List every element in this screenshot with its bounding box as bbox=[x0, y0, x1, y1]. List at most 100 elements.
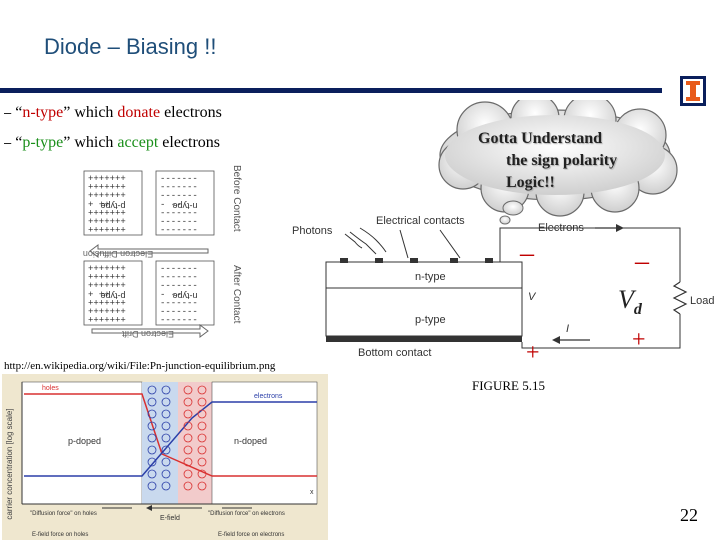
acceptor-ion bbox=[161, 397, 171, 407]
contact-pointer bbox=[439, 229, 461, 259]
bottom-contact-label: Bottom contact bbox=[358, 347, 431, 359]
n-block-after bbox=[155, 260, 215, 326]
carrier-row: ------- bbox=[160, 298, 198, 308]
donor-ion bbox=[197, 457, 207, 467]
carrier-row: +++++++ bbox=[88, 307, 126, 317]
block-type-label: p-type bbox=[100, 291, 125, 301]
contact-pad bbox=[485, 258, 493, 263]
donor-ion bbox=[197, 421, 207, 431]
carrier-row: - -- bbox=[160, 200, 182, 210]
carrier-row: +++++++ bbox=[88, 226, 126, 236]
block-type-label: n-type bbox=[172, 201, 197, 211]
depletion-p bbox=[142, 382, 178, 504]
block-type-label: n-type bbox=[172, 291, 197, 301]
carrier-row: ------- bbox=[160, 226, 198, 236]
holes-curve bbox=[24, 393, 317, 477]
diffusion-holes-label: "Diffusion force" on holes bbox=[30, 511, 97, 517]
v-label: V bbox=[528, 291, 537, 303]
carrier-row: ------- bbox=[160, 183, 198, 193]
carrier-row: ------- bbox=[160, 208, 198, 218]
p-doped-label: p-doped bbox=[68, 436, 101, 446]
acceptor-ion bbox=[147, 397, 157, 407]
carrier-row: - -- bbox=[160, 290, 182, 300]
acceptor-ion bbox=[161, 433, 171, 443]
holes-legend: holes bbox=[42, 385, 59, 392]
n-type-label: n-type bbox=[415, 271, 446, 283]
before-contact-label: Before Contact bbox=[231, 165, 242, 232]
acceptor-ion bbox=[147, 445, 157, 455]
bottom-wire bbox=[521, 314, 681, 349]
drift-label: Electron Drift bbox=[121, 329, 174, 339]
load-resistor-icon bbox=[672, 281, 688, 315]
acceptor-ion bbox=[147, 469, 157, 479]
donor-ion bbox=[197, 397, 207, 407]
carrier-row: ------- bbox=[160, 217, 198, 227]
acceptor-ion bbox=[161, 457, 171, 467]
n-doped-label: n-doped bbox=[234, 436, 267, 446]
carrier-row: + ++ bbox=[88, 290, 110, 300]
carrier-row: +++++++ bbox=[88, 191, 126, 201]
university-logo-icon bbox=[680, 76, 706, 106]
carrier-row: +++++++ bbox=[88, 208, 126, 218]
acceptor-ion bbox=[161, 445, 171, 455]
equilibrium-figure: carrier concentration [log scale] holes … bbox=[2, 374, 328, 540]
acceptor-ion bbox=[161, 481, 171, 491]
donor-ion bbox=[197, 469, 207, 479]
page-number: 22 bbox=[680, 505, 698, 525]
photon-ray bbox=[344, 233, 363, 249]
bottom-contact bbox=[326, 336, 522, 342]
x-axis-label: x bbox=[310, 489, 314, 496]
plus-left: + bbox=[526, 340, 540, 365]
photon-ray bbox=[359, 227, 387, 253]
carrier-row: +++++++ bbox=[88, 316, 126, 326]
bullet-p-type: – “p-type” which accept electrons bbox=[4, 134, 221, 151]
donor-ion bbox=[183, 409, 193, 419]
source-url[interactable]: http://en.wikipedia.org/wiki/File:Pn-jun… bbox=[4, 360, 276, 372]
figure-caption: FIGURE 5.15 bbox=[472, 378, 545, 393]
load-label: Load bbox=[690, 295, 714, 307]
p-block-after bbox=[83, 260, 143, 326]
p-region bbox=[21, 381, 143, 505]
bullet-n-type: – “n-type” which donate electrons bbox=[4, 104, 222, 121]
donor-ion bbox=[197, 433, 207, 443]
depletion-n bbox=[178, 382, 212, 504]
carrier-row: + ++ bbox=[88, 200, 110, 210]
carrier-row: ------- bbox=[160, 264, 198, 274]
electrons-label: Electrons bbox=[538, 222, 584, 234]
donor-ion bbox=[183, 421, 193, 431]
wafer bbox=[325, 261, 523, 337]
carrier-row: ------- bbox=[160, 307, 198, 317]
contact-pointer bbox=[399, 229, 409, 259]
carrier-row: +++++++ bbox=[88, 217, 126, 227]
donor-ion bbox=[183, 433, 193, 443]
efield-holes-label: E-field force on holes bbox=[32, 532, 88, 538]
contact-pad bbox=[450, 258, 458, 263]
diffusion-arrow-icon bbox=[89, 244, 209, 258]
acceptor-ion bbox=[161, 409, 171, 419]
y-axis-label: carrier concentration [log scale] bbox=[5, 408, 14, 519]
electrons-curve bbox=[24, 401, 317, 477]
acceptor-ion bbox=[147, 433, 157, 443]
acceptor-ion bbox=[147, 409, 157, 419]
acceptor-ion bbox=[161, 421, 171, 431]
efield-arrowhead-icon bbox=[146, 505, 152, 511]
carrier-row: ------- bbox=[160, 316, 198, 326]
carrier-row: ------- bbox=[160, 273, 198, 283]
n-block-before bbox=[155, 170, 215, 236]
donor-ion bbox=[197, 385, 207, 395]
diffusion-label: Electron Diffusion bbox=[83, 249, 153, 259]
cloud-line: Gotta Understand bbox=[478, 130, 603, 147]
electrons-legend: electrons bbox=[254, 393, 283, 400]
thought-cloud bbox=[438, 100, 678, 225]
cloud-line: the sign polarity bbox=[506, 152, 618, 169]
after-contact-label: After Contact bbox=[231, 265, 242, 324]
carrier-row: +++++++ bbox=[88, 174, 126, 184]
donor-ion bbox=[183, 445, 193, 455]
drift-arrow-icon bbox=[91, 324, 209, 338]
p-block-before bbox=[83, 170, 143, 236]
photons-label: Photons bbox=[292, 225, 333, 237]
top-wire bbox=[499, 227, 681, 282]
donor-ion bbox=[183, 397, 193, 407]
current-arrowhead-icon bbox=[552, 336, 560, 344]
minus-right: – bbox=[634, 246, 650, 277]
